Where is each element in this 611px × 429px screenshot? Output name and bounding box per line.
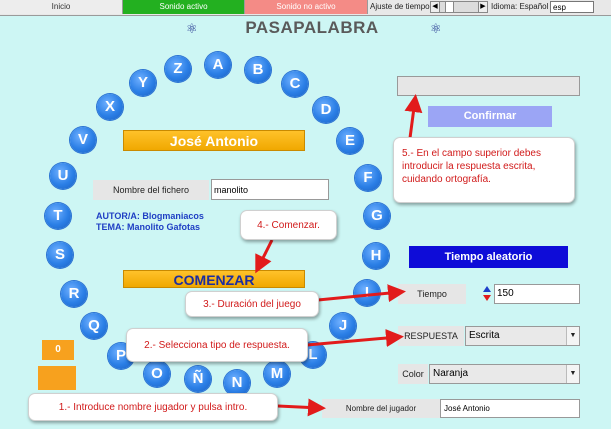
slider-thumb[interactable] [445, 2, 454, 12]
dropdown-caret-icon[interactable]: ▼ [566, 365, 579, 383]
arrow-pointer-icon [404, 94, 423, 139]
tiempo-input[interactable]: 150 [494, 284, 580, 304]
letter-j[interactable]: J [330, 313, 356, 339]
letter-e[interactable]: E [337, 128, 363, 154]
dropdown-caret-icon[interactable]: ▼ [566, 327, 579, 345]
player-name-display: José Antonio [123, 130, 305, 151]
letter-g[interactable]: G [364, 203, 390, 229]
letter-o[interactable]: O [144, 361, 170, 387]
time-spinner[interactable] [482, 284, 492, 304]
letter-y[interactable]: Y [130, 70, 156, 96]
inicio-button[interactable]: Inicio [0, 0, 123, 14]
instruction-callout-4: 4.- Comenzar. [240, 210, 337, 240]
answer-input[interactable] [397, 76, 580, 96]
color-swatch [38, 366, 76, 390]
instruction-callout-3: 3.- Duración del juego [185, 291, 319, 317]
letter-f[interactable]: F [355, 165, 381, 191]
idioma-input[interactable]: esp [550, 1, 594, 13]
comenzar-button[interactable]: COMENZAR [123, 270, 305, 288]
letter-s[interactable]: S [47, 242, 73, 268]
letter-n[interactable]: N [224, 370, 250, 396]
ajuste-tiempo-label: Ajuste de tiempo [370, 2, 430, 11]
color-select[interactable]: Naranja ▼ [429, 364, 580, 384]
letter-enye[interactable]: Ñ [185, 366, 211, 392]
tiempo-aleatorio-button[interactable]: Tiempo aleatorio [409, 246, 568, 268]
respuesta-label: RESPUESTA [398, 326, 464, 346]
letter-q[interactable]: Q [81, 313, 107, 339]
respuesta-select[interactable]: Escrita ▼ [465, 326, 580, 346]
sonido-no-activo-button[interactable]: Sonido no activo [245, 0, 368, 14]
letter-c[interactable]: C [282, 71, 308, 97]
score-counter: 0 [42, 340, 74, 360]
letter-z[interactable]: Z [165, 56, 191, 82]
letter-u[interactable]: U [50, 163, 76, 189]
fichero-label: Nombre del fichero [93, 180, 209, 200]
instruction-callout-2: 2.- Selecciona tipo de respuesta. [126, 328, 308, 362]
author-line: AUTOR/A: Blogmaniacos [96, 211, 204, 221]
letter-t[interactable]: T [45, 203, 71, 229]
author-info: AUTOR/A: Blogmaniacos TEMA: Manolito Gaf… [96, 211, 204, 233]
letter-a[interactable]: A [205, 52, 231, 78]
instruction-callout-5: 5.- En el campo superior debes introduci… [393, 137, 575, 203]
theme-line: TEMA: Manolito Gafotas [96, 222, 200, 232]
top-toolbar: Inicio Sonido activo Sonido no activo Aj… [0, 0, 611, 16]
slider-right-arrow-icon[interactable]: ▶ [478, 2, 487, 12]
idioma-label: Idioma: Español [491, 2, 549, 11]
tiempo-label: Tiempo [398, 284, 466, 304]
letter-h[interactable]: H [363, 243, 389, 269]
letter-b[interactable]: B [245, 57, 271, 83]
sonido-activo-button[interactable]: Sonido activo [123, 0, 245, 14]
instruction-callout-1: 1.- Introduce nombre jugador y pulsa int… [28, 393, 278, 421]
arrow-pointer-icon [255, 239, 274, 274]
page-title: PASAPALABRA [245, 18, 379, 37]
jugador-input[interactable]: José Antonio [440, 399, 580, 418]
arrow-pointer-icon [277, 398, 326, 417]
confirmar-button[interactable]: Confirmar [428, 106, 552, 127]
color-value: Naranja [433, 368, 469, 379]
letter-d[interactable]: D [313, 97, 339, 123]
letter-r[interactable]: R [61, 281, 87, 307]
time-adjust-slider[interactable]: ◀ ▶ [430, 1, 488, 13]
jugador-label: Nombre del jugador [322, 399, 440, 418]
atom-icon: ⚛ [186, 21, 198, 36]
letter-m[interactable]: M [264, 361, 290, 387]
letter-v[interactable]: V [70, 127, 96, 153]
color-label: Color [398, 364, 428, 384]
spinner-up-icon[interactable] [483, 286, 491, 292]
slider-left-arrow-icon[interactable]: ◀ [431, 2, 440, 12]
respuesta-value: Escrita [469, 330, 500, 341]
spinner-down-icon[interactable] [483, 295, 491, 301]
fichero-input[interactable]: manolito [211, 179, 329, 200]
letter-i[interactable]: I [354, 280, 380, 306]
atom-icon: ⚛ [430, 21, 442, 36]
letter-x[interactable]: X [97, 94, 123, 120]
